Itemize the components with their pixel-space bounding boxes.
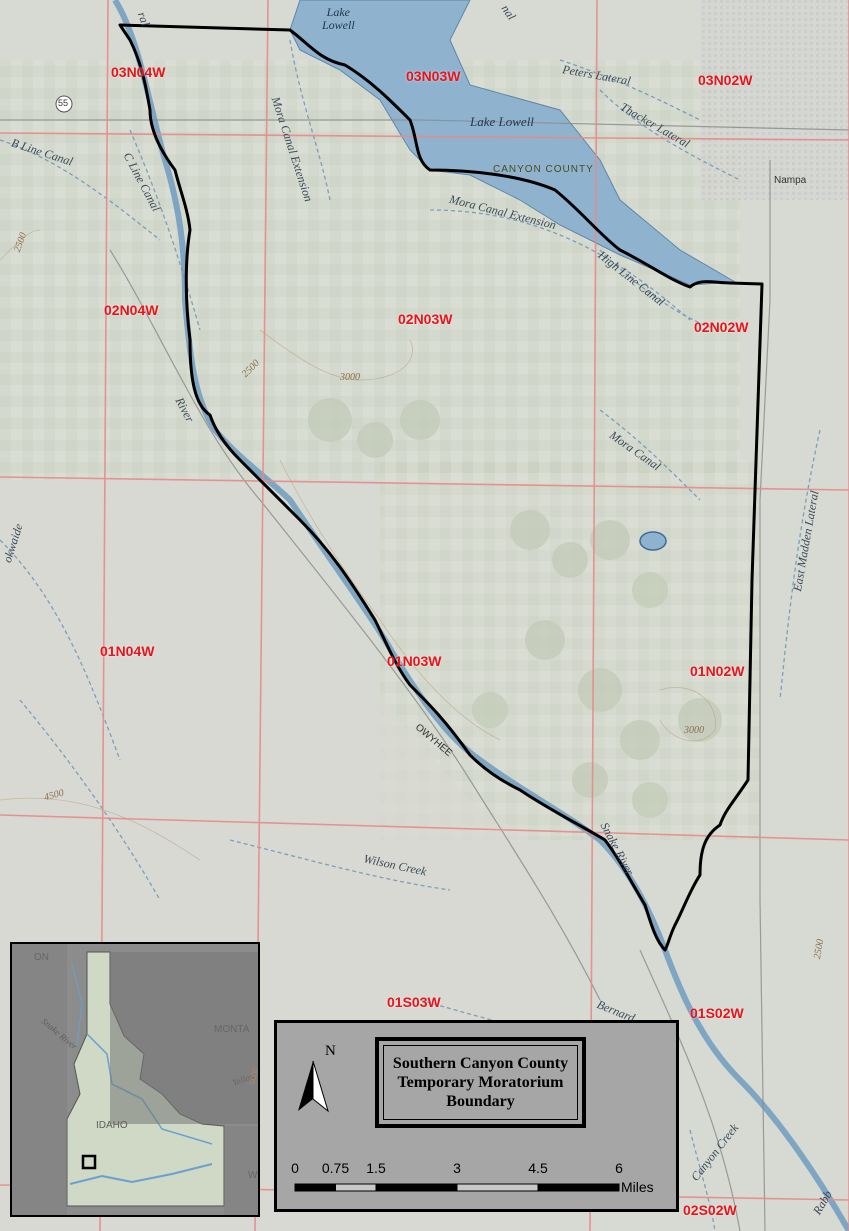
lake-lowell-label: Lake Lowell: [470, 114, 534, 129]
map-title-line-1: Southern Canyon County: [392, 1055, 569, 1072]
moratorium-boundary[interactable]: [118, 23, 764, 952]
township-label-01s03w: 01S03W: [387, 994, 441, 1010]
township-label-03n04w: 03N04W: [111, 64, 166, 80]
scale-segment: [335, 1183, 377, 1192]
map-title-line-2: Temporary Moratorium: [397, 1074, 564, 1091]
contour-label-3000-a: 3000: [340, 372, 360, 383]
township-label-01n02w: 01N02W: [690, 663, 745, 679]
township-label-02n02w: 02N02W: [694, 319, 749, 335]
scale-bar: 0 0.75 1.5 3 4.5 6 Miles: [289, 1160, 679, 1200]
scale-segment: [537, 1183, 620, 1192]
north-letter: N: [325, 1043, 336, 1059]
scale-tick-label: 0.75: [321, 1160, 350, 1176]
farmland-north: [0, 60, 740, 480]
scale-units-label: Miles: [621, 1179, 654, 1195]
route-shield-icon: [55, 95, 73, 113]
contour-label-3000-b: 3000: [684, 725, 704, 736]
scale-segment: [456, 1183, 539, 1192]
locator-box-icon: [81, 1154, 97, 1170]
scale-tick-label: 4.5: [528, 1160, 548, 1176]
nampa-town: [700, 0, 849, 200]
pivot-fields: [308, 398, 722, 818]
township-label-03n02w: 03N02W: [698, 72, 753, 88]
lake-lowell-label-top: Lake Lowell: [322, 5, 355, 32]
township-label-01n03w: 01N03W: [387, 653, 442, 669]
nampa-label: Nampa: [774, 175, 807, 186]
inset-locator-map: IDAHO Snake River MONTA Yellow ON W 5000: [10, 942, 260, 1217]
north-arrow: N: [295, 1039, 336, 1119]
scale-tick-label: 6: [615, 1160, 623, 1176]
legend-box: N Southern Canyon County Temporary Morat…: [274, 1020, 679, 1212]
township-label-02n03w: 02N03W: [398, 311, 453, 327]
inset-oregon-label: ON: [34, 952, 49, 963]
township-label-01s02w: 01S02W: [690, 1005, 744, 1021]
scale-tick-label: 1.5: [366, 1160, 386, 1176]
inset-wyoming-label: W: [248, 1170, 258, 1181]
north-arrow-icon: [298, 1060, 329, 1113]
township-label-02n04w: 02N04W: [104, 302, 159, 318]
scale-segment: [375, 1183, 458, 1192]
inset-map-graphic: [12, 944, 258, 1215]
inset-montana-label: MONTA: [214, 1024, 250, 1035]
inset-idaho-label: IDAHO: [96, 1120, 128, 1131]
scale-bar-graphic: [294, 1183, 620, 1192]
pond: [639, 531, 667, 551]
lake-lowell: [289, 0, 737, 286]
township-label-01n04w: 01N04W: [100, 643, 155, 659]
map-title-line-3: Boundary: [446, 1093, 515, 1110]
canyon-county-label: CANYON COUNTY: [493, 164, 594, 175]
township-label-03n03w: 03N03W: [406, 68, 461, 84]
scale-tick-label: 3: [453, 1160, 461, 1176]
map-title-box: Southern Canyon County Temporary Morator…: [375, 1037, 586, 1128]
route-55-label: 55: [58, 98, 69, 108]
scale-tick-label: 0: [291, 1160, 299, 1176]
inset-contour-5000-label: 5000: [248, 1066, 260, 1086]
scale-segment: [294, 1183, 336, 1192]
contours: [0, 229, 716, 861]
township-label-02s02w: 02S02W: [683, 1202, 737, 1218]
